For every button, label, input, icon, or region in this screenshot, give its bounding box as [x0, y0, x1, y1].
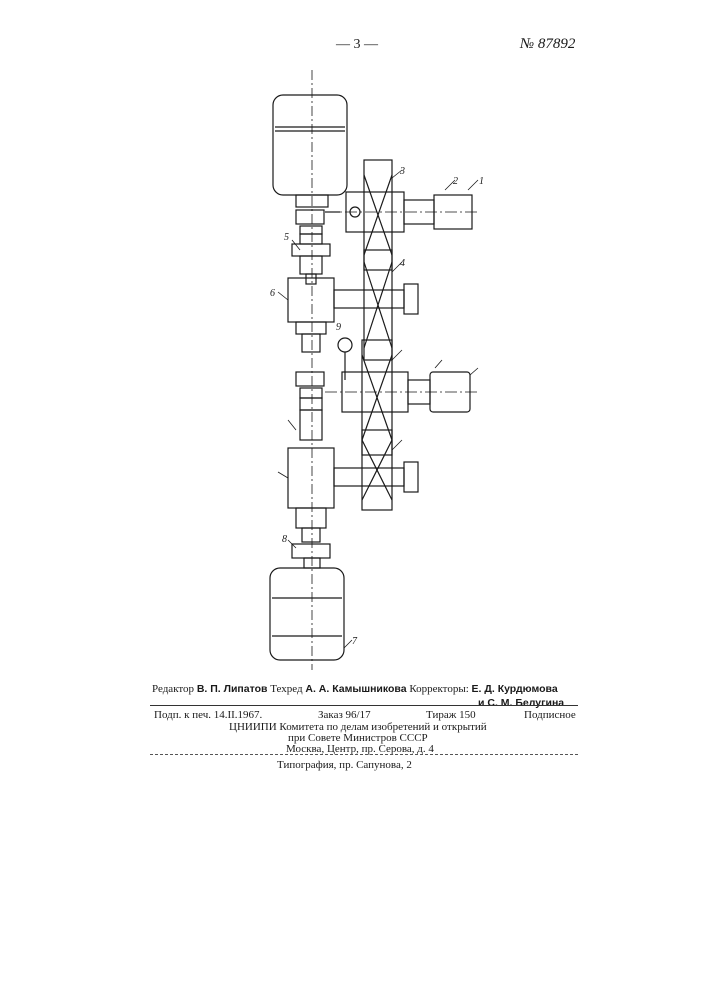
divider-bottom — [150, 754, 578, 755]
divider-top — [150, 705, 578, 706]
label-5: 5 — [284, 232, 289, 243]
printing-house: Типография, пр. Сапунова, 2 — [277, 759, 412, 771]
credits-line: Редактор В. П. Липатов Техред А. А. Камы… — [152, 683, 558, 695]
label-2: 2 — [453, 176, 458, 187]
bottom-motor — [270, 568, 344, 660]
circulation: Тираж 150 — [426, 709, 476, 721]
techred-name: А. А. Камышникова — [305, 683, 406, 695]
label-9: 9 — [336, 322, 341, 333]
corrector-2: и С. М. Белугина — [478, 697, 564, 709]
mechanical-drawing: 1 2 3 4 5 6 7 8 9 — [0, 0, 707, 680]
label-8: 8 — [282, 534, 287, 545]
correctors-label: Корректоры: — [409, 683, 468, 695]
label-1: 1 — [479, 176, 484, 187]
editor-name: В. П. Липатов — [197, 683, 268, 695]
editor-label: Редактор — [152, 683, 194, 695]
label-7: 7 — [352, 636, 358, 647]
label-3: 3 — [399, 166, 405, 177]
label-6: 6 — [270, 288, 275, 299]
corrector-1: Е. Д. Курдюмова — [472, 683, 558, 695]
label-4: 4 — [400, 258, 405, 269]
signed-for-print: Подп. к печ. 14.II.1967. — [154, 709, 262, 721]
subscription: Подписное — [524, 709, 576, 721]
order-number: Заказ 96/17 — [318, 709, 371, 721]
top-motor — [273, 95, 347, 195]
credits-line-2: и С. М. Белугина — [478, 697, 564, 709]
techred-label: Техред — [270, 683, 302, 695]
